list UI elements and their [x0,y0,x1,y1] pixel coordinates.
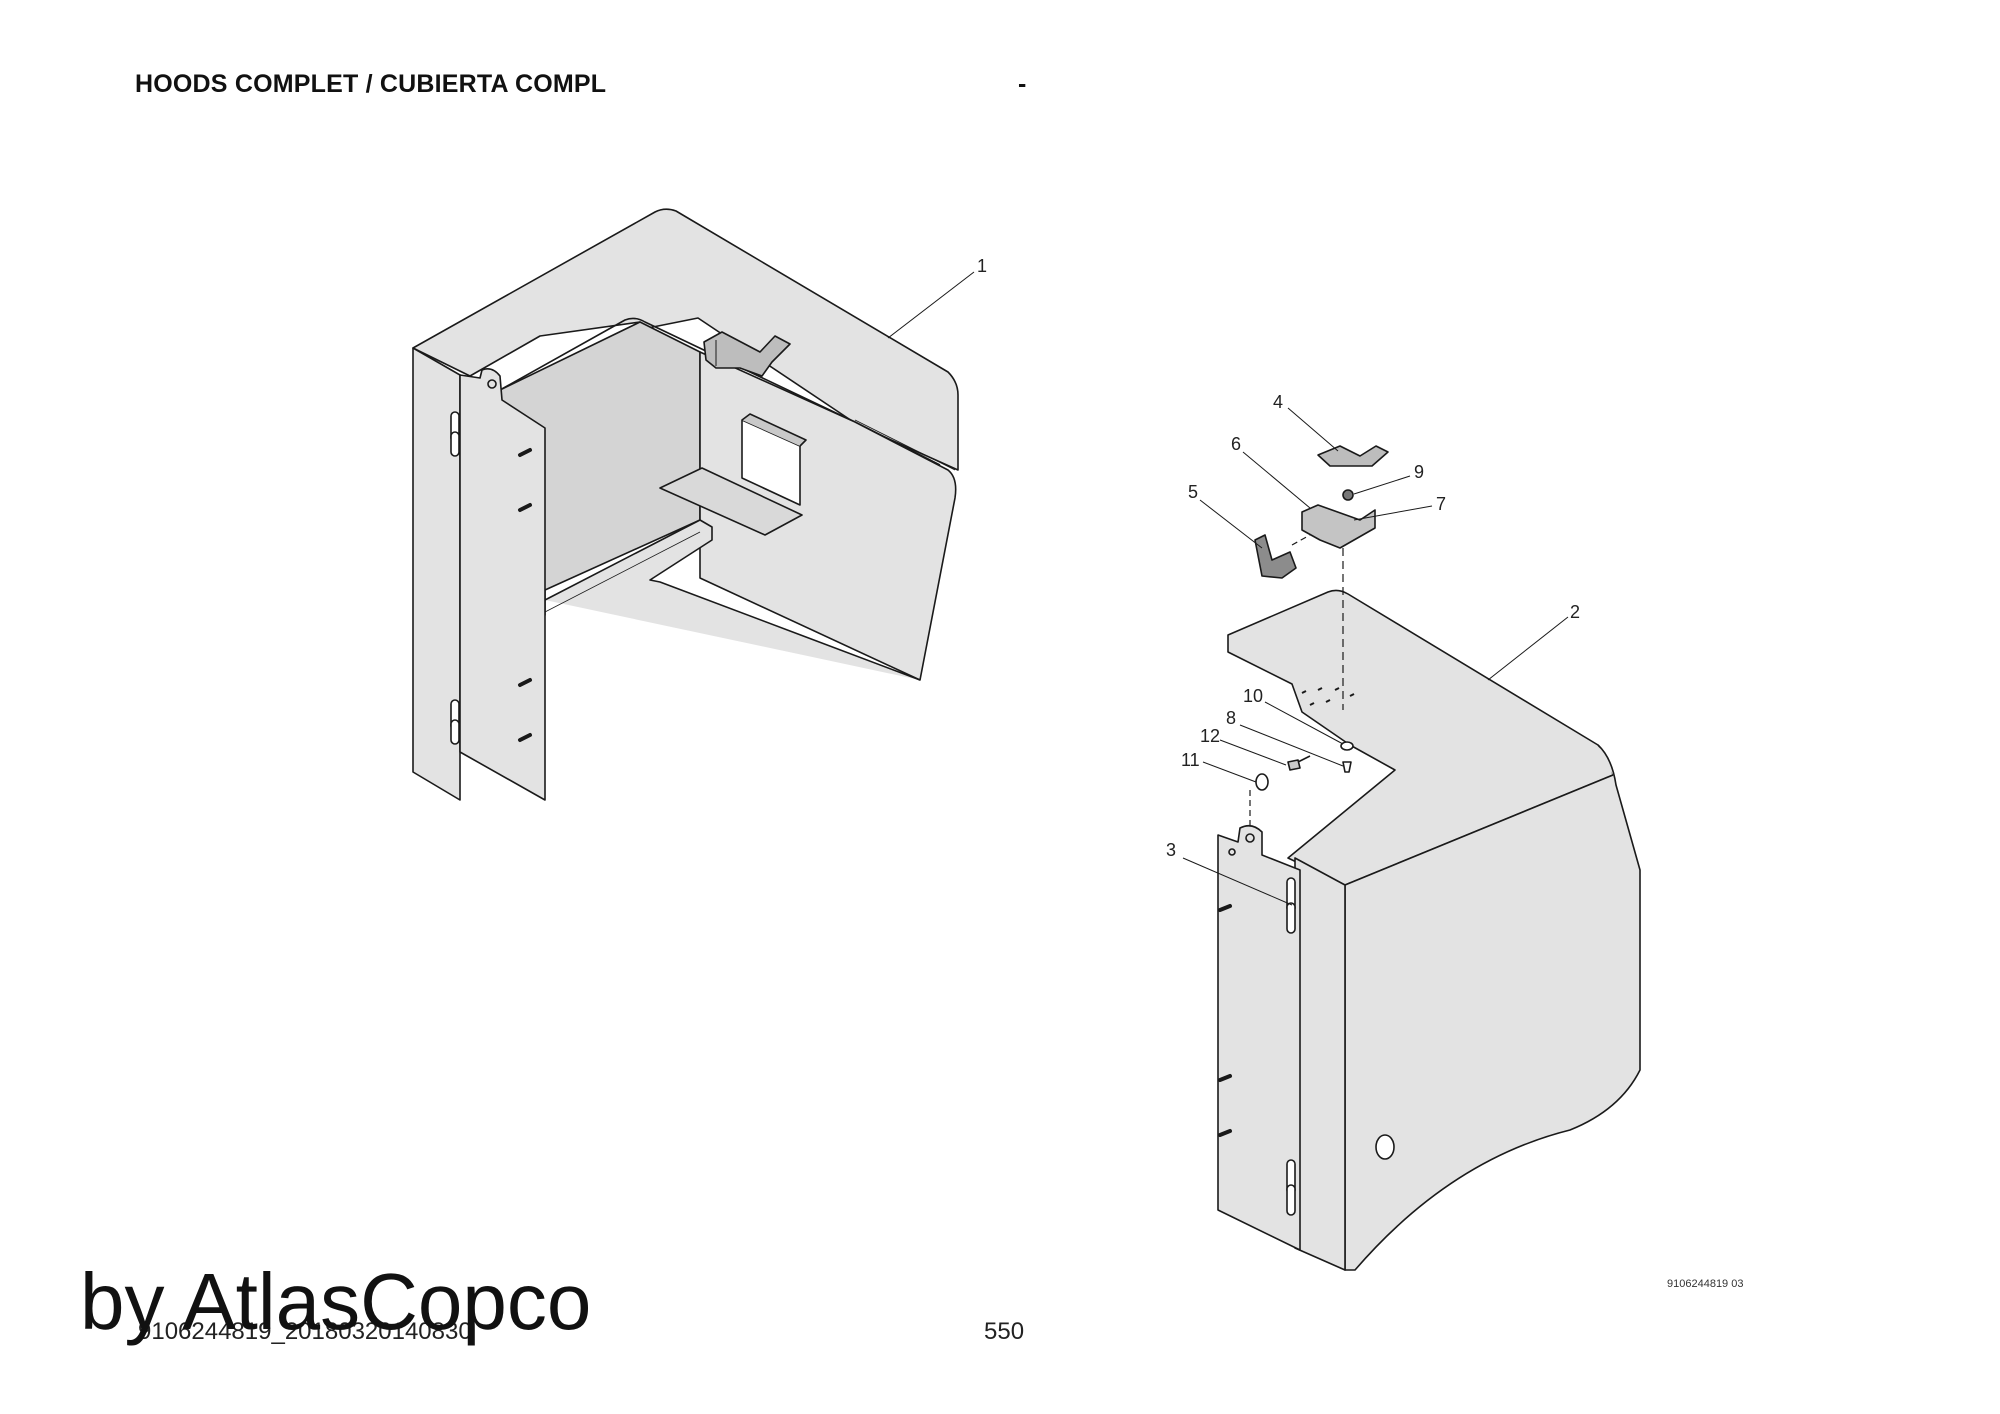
leader-8 [1239,724,1344,767]
hood-1-drawing [412,208,959,801]
page-number: 550 [984,1318,1025,1345]
hood-1-hinge-panel [459,368,546,801]
hood-2-side-hole [1375,1134,1395,1160]
hood-1-floor [544,519,921,681]
hood-2-hinge-panel [1217,824,1301,1251]
callout-5: 5 [1188,482,1198,502]
title-dash: - [1018,70,1027,98]
hood-1-window [741,419,801,506]
callout-2: 2 [1570,602,1580,622]
callout-6: 6 [1231,434,1241,454]
page-title: HOODS COMPLET / CUBIERTA COMPL [135,70,607,98]
leader-5 [1199,499,1263,549]
leader-3 [1182,857,1293,906]
callout-12: 12 [1200,726,1220,746]
part-5-clip [1254,534,1297,579]
callout-9: 9 [1414,462,1424,482]
part-9-nut [1342,489,1354,501]
leader-2 [1487,616,1569,681]
callout-1: 1 [977,256,987,276]
small-parts [1254,445,1389,791]
callout-11: 11 [1181,750,1200,770]
callout-10: 10 [1243,686,1263,706]
hood-2-hinge-hole [1245,833,1255,843]
leader-7 [1353,505,1433,521]
hood-2-right-side [1344,744,1641,1271]
hood-1-bracket-plate [659,467,803,536]
callout-8: 8 [1226,708,1236,728]
callout-7: 7 [1436,494,1446,514]
leader-9 [1353,475,1411,495]
document-reference: 9106244819_20180320140830 [138,1318,472,1345]
callout-4: 4 [1273,392,1283,412]
part-12-bolt [1287,755,1311,771]
part-6-bracket [1301,504,1376,549]
hood-2-drawing [1217,534,1641,1271]
leader-12 [1219,739,1287,766]
hood-1-top-surface [412,208,959,471]
leader-6 [1242,451,1311,509]
watermark-text: by AtlasCopco [80,1257,592,1346]
callout-3: 3 [1166,840,1176,860]
part-11-washer [1255,773,1269,791]
hood-1-latch [703,331,791,377]
hood-1-hinge-hole [487,379,497,389]
hood-1-top-rim [499,317,941,466]
part-10-washer [1340,741,1354,751]
leader-10 [1264,701,1344,745]
drawing-number: 9106244819 03 [1667,1278,1744,1290]
hood-2-front-face [1294,857,1346,1271]
leader-lines [887,271,1569,906]
leader-11 [1202,761,1257,783]
leader-1 [887,271,975,339]
hood-1-left-post [412,347,461,801]
part-8-screw [1342,761,1352,773]
callout-labels: 1 2 3 4 5 6 7 8 9 10 11 12 [977,256,1580,860]
leader-4 [1287,407,1339,452]
assembly-line-clip [1291,534,1311,546]
part-4-latch [1317,445,1389,467]
